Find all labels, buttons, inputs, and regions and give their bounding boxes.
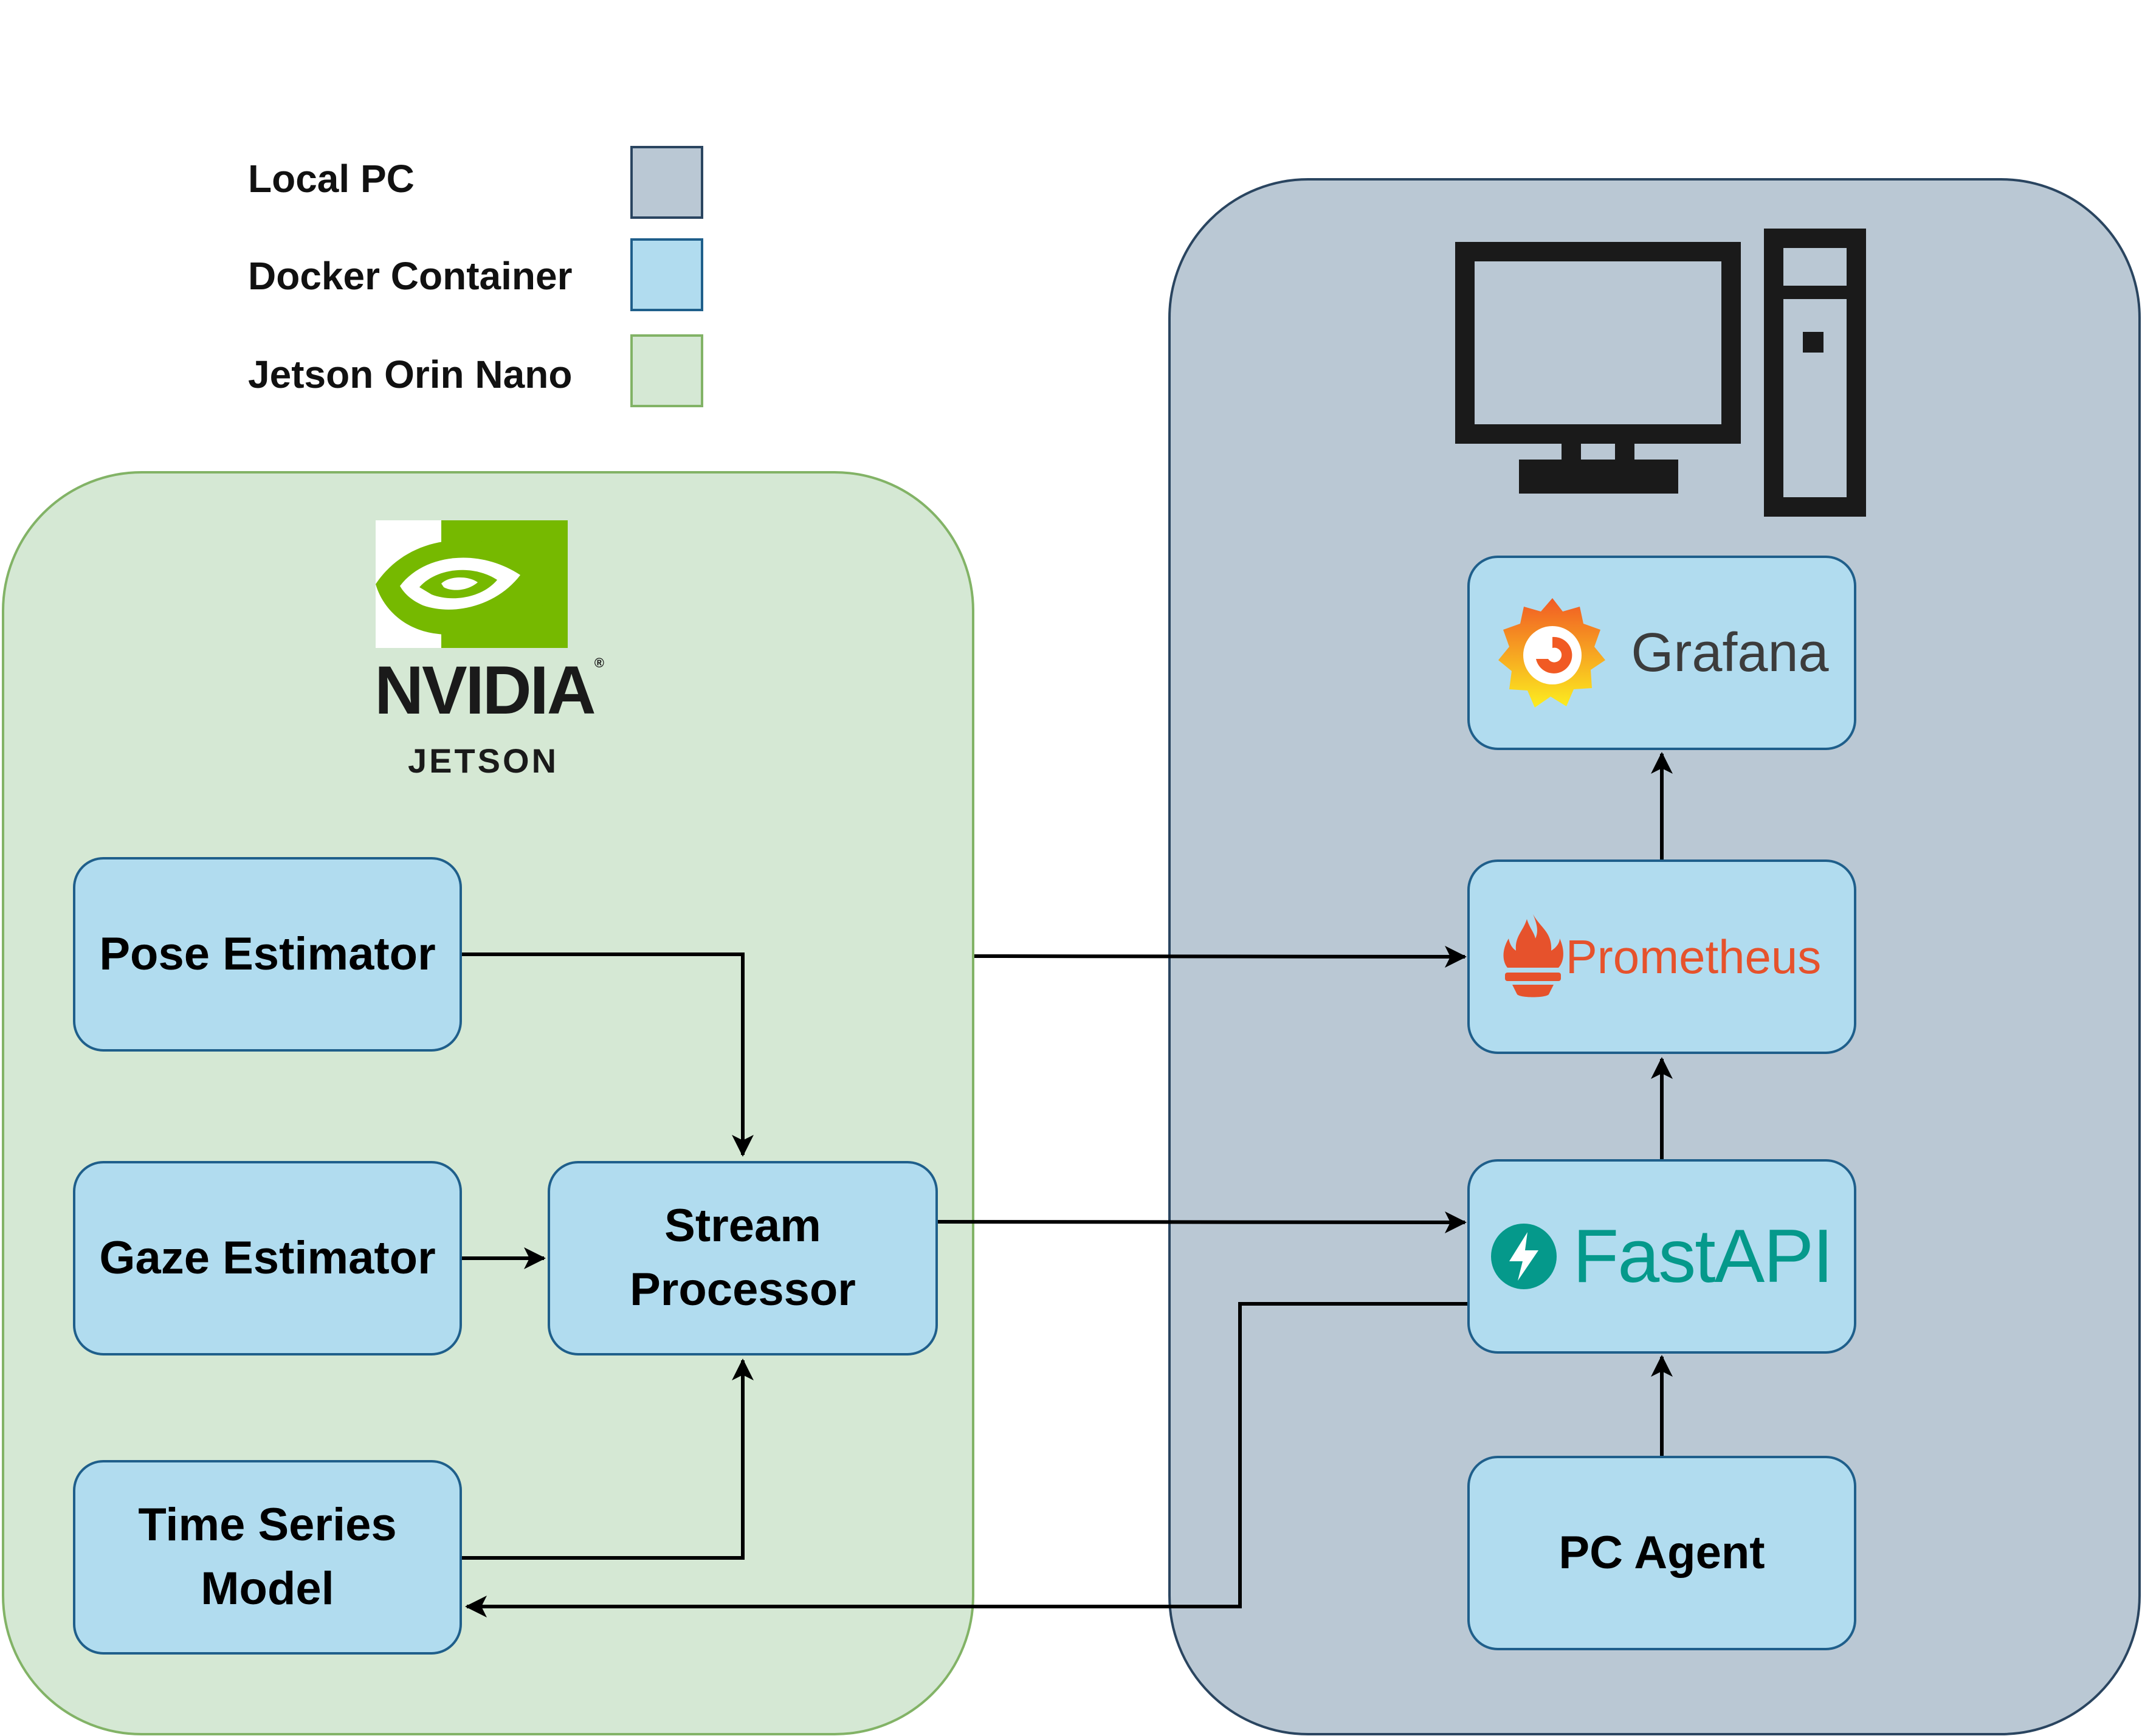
prometheus-label: Prometheus bbox=[1565, 930, 1822, 983]
legend-swatch-local-pc bbox=[630, 146, 703, 219]
edge-fastapi-to-timeseries bbox=[465, 1302, 1467, 1617]
grafana-label: Grafana bbox=[1631, 622, 1829, 683]
node-label: Stream Processor bbox=[630, 1200, 856, 1315]
legend-label-jetson-orin-nano: Jetson Orin Nano bbox=[248, 353, 573, 396]
node-label: Time Series Model bbox=[138, 1499, 397, 1614]
node-label: Pose Estimator bbox=[99, 928, 436, 980]
edge-jetson-to-prometheus bbox=[974, 945, 1467, 968]
legend-label-local-pc: Local PC bbox=[248, 157, 415, 201]
grafana-icon bbox=[1498, 598, 1606, 708]
legend-swatch-jetson-orin-nano bbox=[630, 334, 703, 407]
node-label: PC Agent bbox=[1558, 1526, 1765, 1579]
prometheus-icon bbox=[1503, 914, 1563, 997]
node-pose-estimator[interactable]: Pose Estimator bbox=[73, 857, 462, 1052]
nvidia-wordmark: NVIDIA bbox=[374, 652, 596, 728]
node-gaze-estimator[interactable]: Gaze Estimator bbox=[73, 1161, 462, 1355]
node-fastapi[interactable]: FastAPI bbox=[1467, 1159, 1856, 1354]
legend-swatch-docker-container bbox=[630, 238, 703, 311]
edge-timeseries-to-stream bbox=[462, 1359, 754, 1560]
node-prometheus[interactable]: Prometheus bbox=[1467, 859, 1856, 1054]
fastapi-icon bbox=[1491, 1224, 1557, 1289]
desktop-computer-icon bbox=[1455, 229, 1866, 517]
edge-pose-to-stream bbox=[462, 952, 754, 1157]
node-grafana[interactable]: Grafana bbox=[1467, 556, 1856, 750]
legend-label-docker-container: Docker Container bbox=[248, 254, 573, 298]
nvidia-eye-icon bbox=[376, 520, 568, 648]
node-label: Gaze Estimator bbox=[99, 1231, 436, 1284]
fastapi-label: FastAPI bbox=[1572, 1214, 1833, 1298]
node-pc-agent[interactable]: PC Agent bbox=[1467, 1456, 1856, 1650]
node-time-series-model[interactable]: Time Series Model bbox=[73, 1460, 462, 1655]
node-stream-processor[interactable]: Stream Processor bbox=[548, 1161, 938, 1355]
jetson-sublabel: JETSON bbox=[407, 742, 559, 780]
trademark-symbol: ® bbox=[594, 655, 604, 670]
